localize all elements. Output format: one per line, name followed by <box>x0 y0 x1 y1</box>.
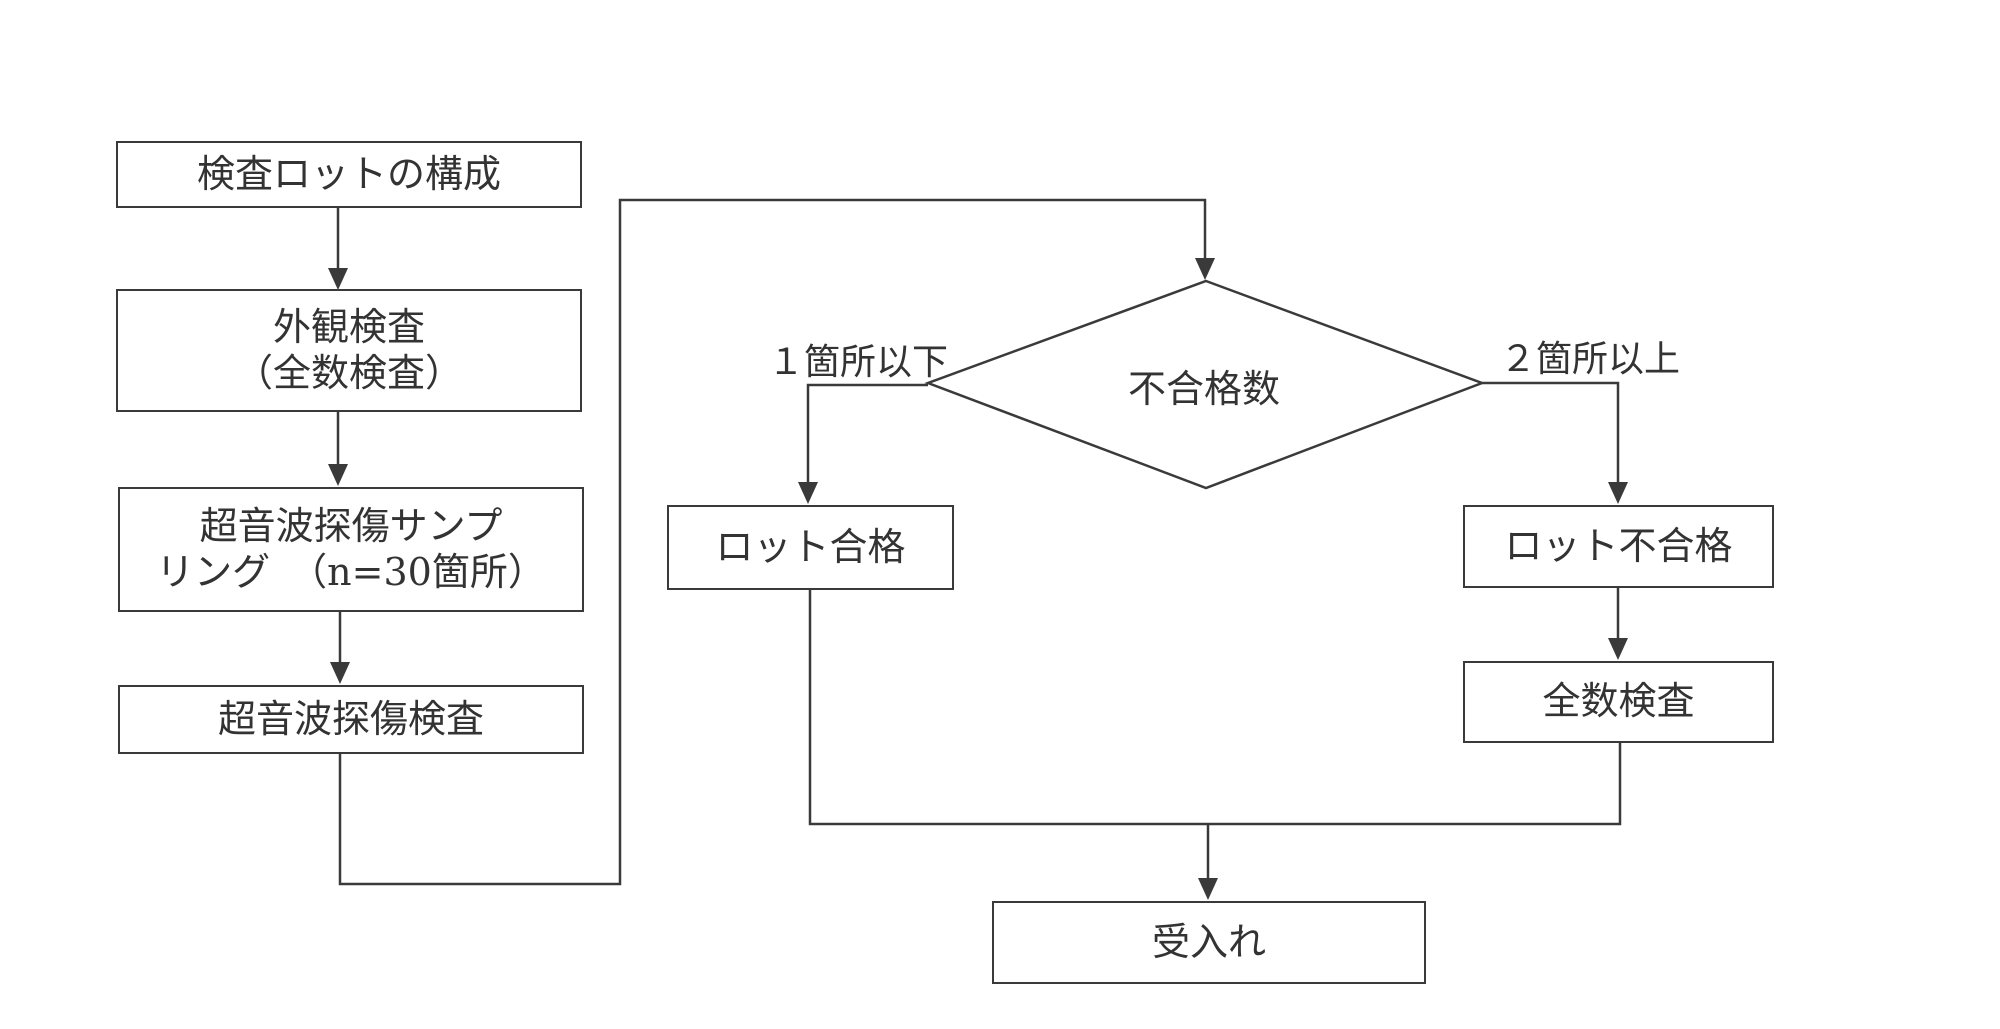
lot-composition-box: 検査ロットの構成 <box>116 141 582 208</box>
acceptance-box: 受入れ <box>992 901 1426 984</box>
decision-label: 不合格数 <box>1128 367 1281 411</box>
acceptance-label: 受入れ <box>1151 919 1266 964</box>
branch-right-label: ２箇所以上 <box>1500 339 1681 380</box>
lot-composition-label: 検査ロットの構成 <box>196 151 501 196</box>
connector-decision-to-pass <box>806 383 928 492</box>
arrowhead <box>1608 638 1628 660</box>
arrowhead <box>1195 258 1215 280</box>
lot-pass-label: ロット合格 <box>715 524 906 569</box>
ut-sampling-sublabel: リング （n=30箇所） <box>156 549 546 594</box>
arrowhead <box>328 464 348 486</box>
arrowhead <box>328 268 348 290</box>
decision-diamond <box>924 279 1486 490</box>
visual-inspection-label: 外観検査 <box>272 304 425 349</box>
connector-ut-to-decision <box>338 198 1207 886</box>
visual-inspection-sublabel: （全数検査） <box>234 350 463 395</box>
connector-decision-to-fail <box>1482 381 1620 492</box>
connector-pass-to-merge <box>808 590 1622 826</box>
arrowhead <box>330 662 350 684</box>
arrowhead <box>1198 878 1218 900</box>
arrowhead <box>798 482 818 504</box>
lot-fail-label: ロット不合格 <box>1504 523 1733 568</box>
full-inspection-label: 全数検査 <box>1542 679 1695 724</box>
lot-fail-box: ロット不合格 <box>1463 505 1774 588</box>
arrowhead <box>1608 482 1628 504</box>
ut-sampling-box: 超音波探傷サンプ リング （n=30箇所） <box>118 487 584 612</box>
ut-inspection-box: 超音波探傷検査 <box>118 685 584 754</box>
visual-inspection-box: 外観検査 （全数検査） <box>116 289 582 412</box>
ut-inspection-label: 超音波探傷検査 <box>217 696 484 741</box>
lot-pass-box: ロット合格 <box>667 505 954 590</box>
full-inspection-box: 全数検査 <box>1463 661 1774 743</box>
ut-sampling-label: 超音波探傷サンプ <box>199 503 503 548</box>
branch-left-label: １箇所以下 <box>768 342 949 383</box>
